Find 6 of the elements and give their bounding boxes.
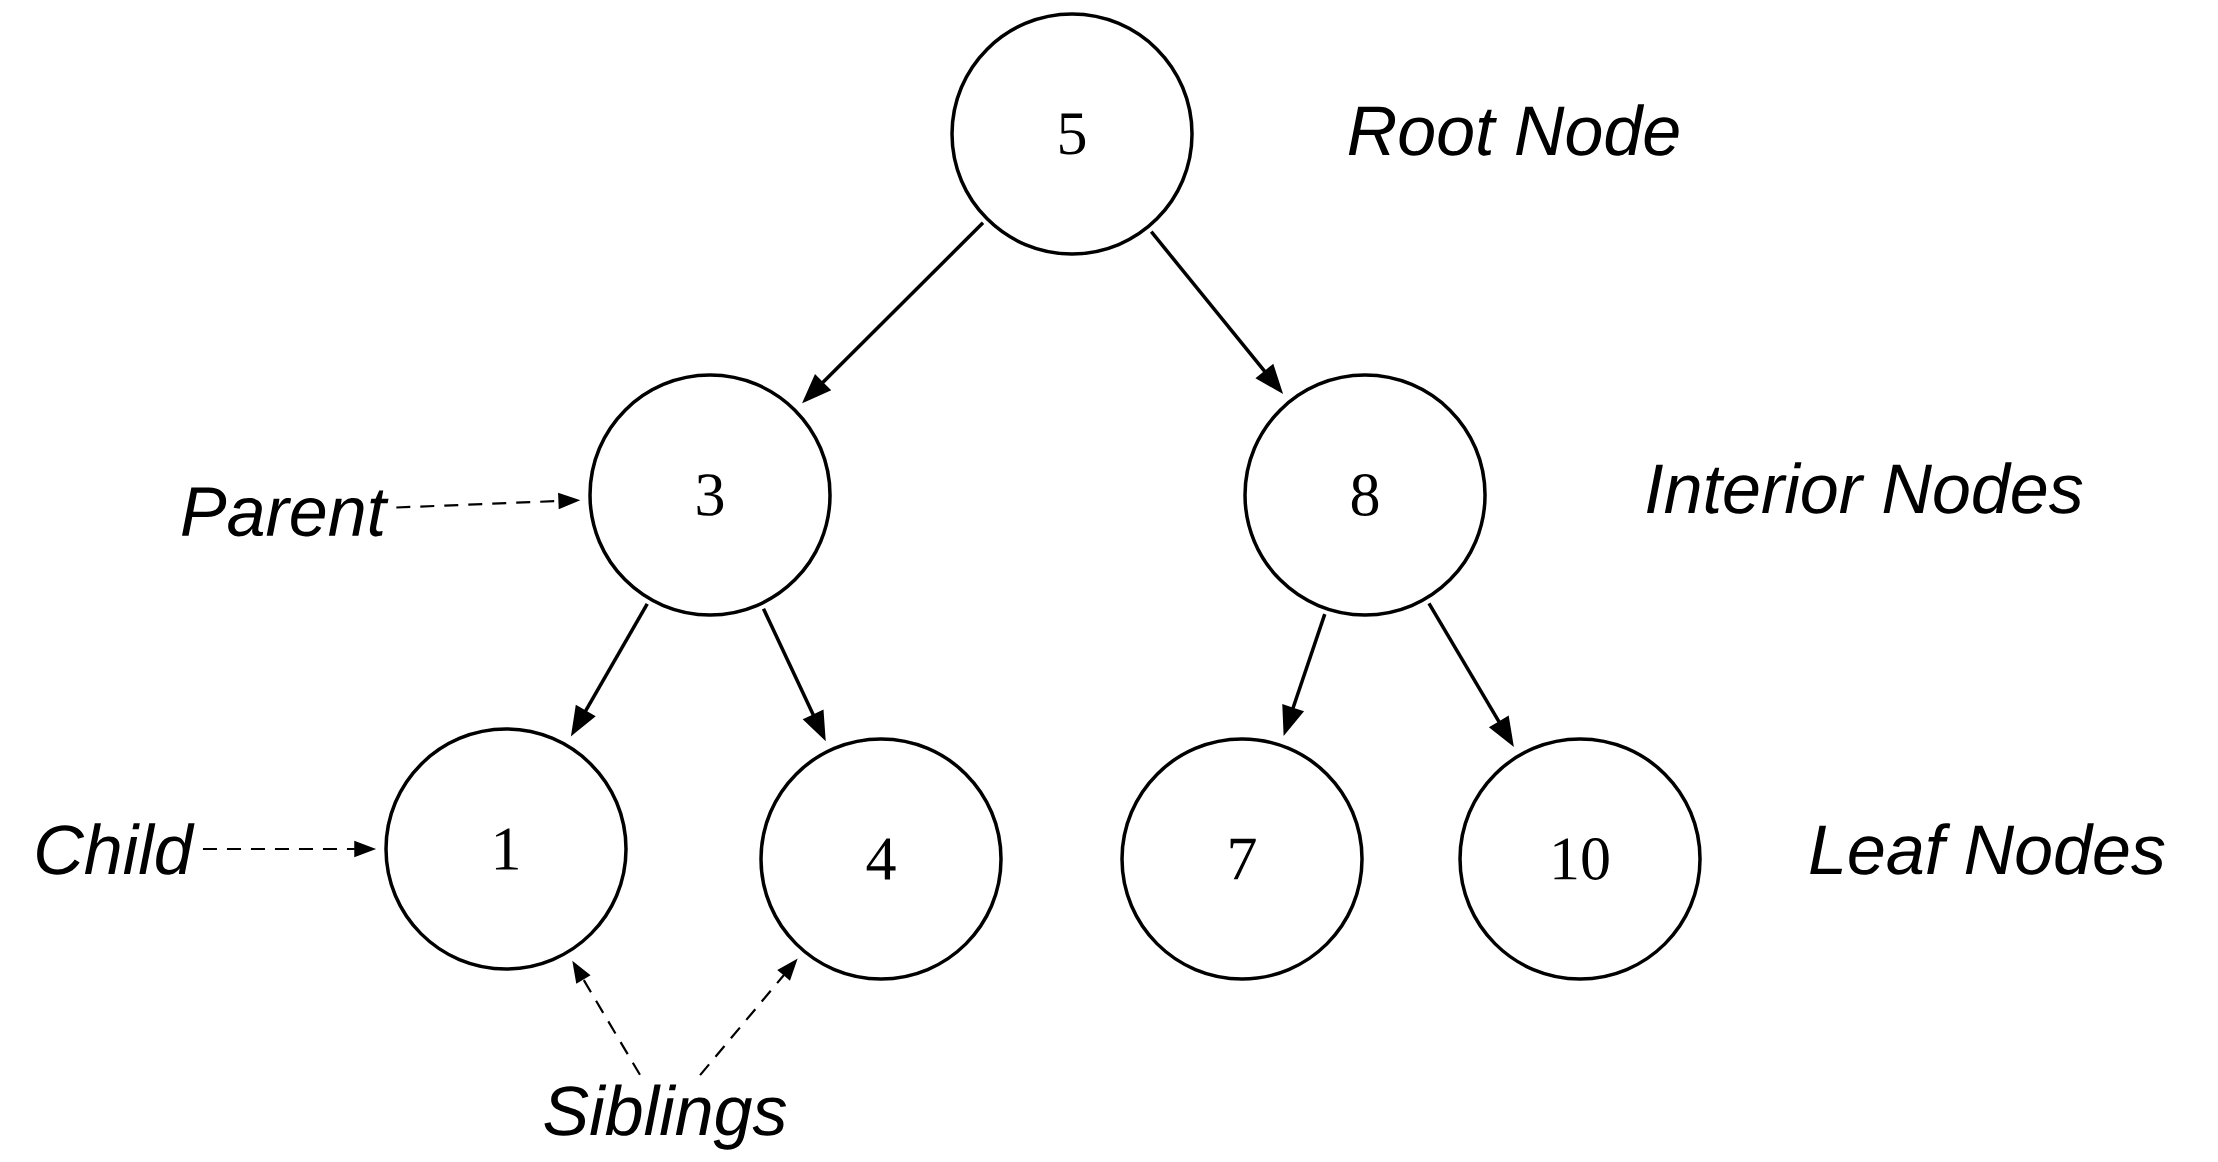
annotation-label: Siblings <box>544 1084 787 1150</box>
level-label: Root Node <box>1348 104 1679 156</box>
annotation-label: Child <box>37 823 195 875</box>
annotation-label: Parent <box>182 487 389 537</box>
level-label: Interior Nodes <box>1646 462 2083 514</box>
level-label: Leaf Nodes <box>1810 823 2165 875</box>
